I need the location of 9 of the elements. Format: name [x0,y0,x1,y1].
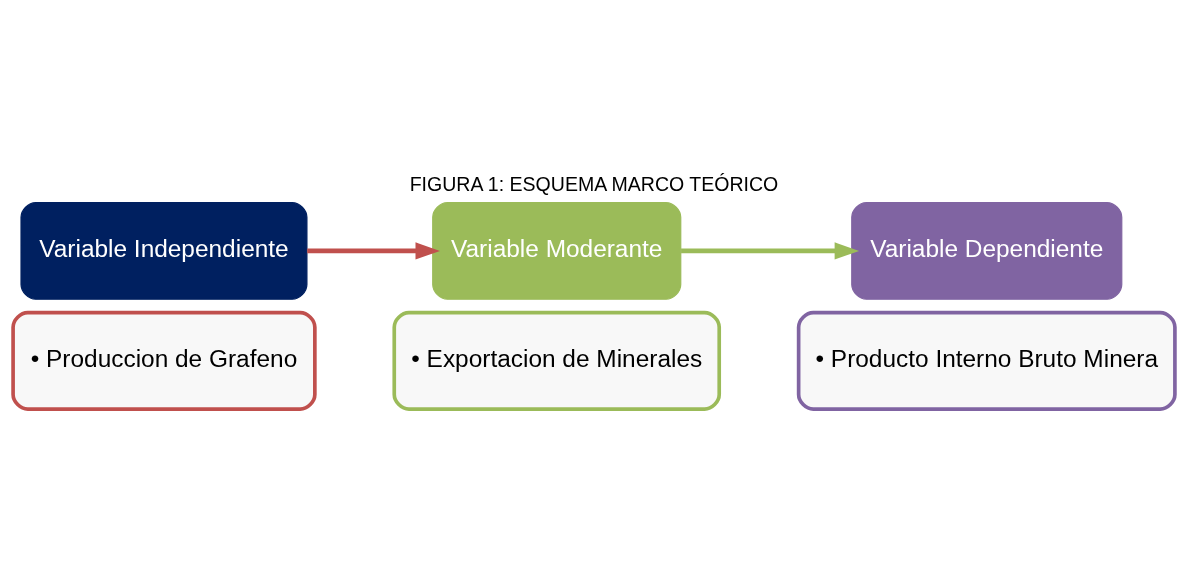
node-box: • Producto Interno Bruto Minera [796,310,1177,411]
node-box: Variable Moderante [432,201,682,300]
diagram-title: FIGURA 1: ESQUEMA MARCO TEÓRICO [409,172,779,195]
node-box: Variable Dependiente [851,201,1123,300]
arrow [307,241,440,259]
arrow [681,241,860,259]
node-box: • Exportacion de Minerales [392,310,722,411]
node-box: • Produccion de Grafeno [11,310,317,411]
node-box: Variable Independiente [20,201,308,300]
